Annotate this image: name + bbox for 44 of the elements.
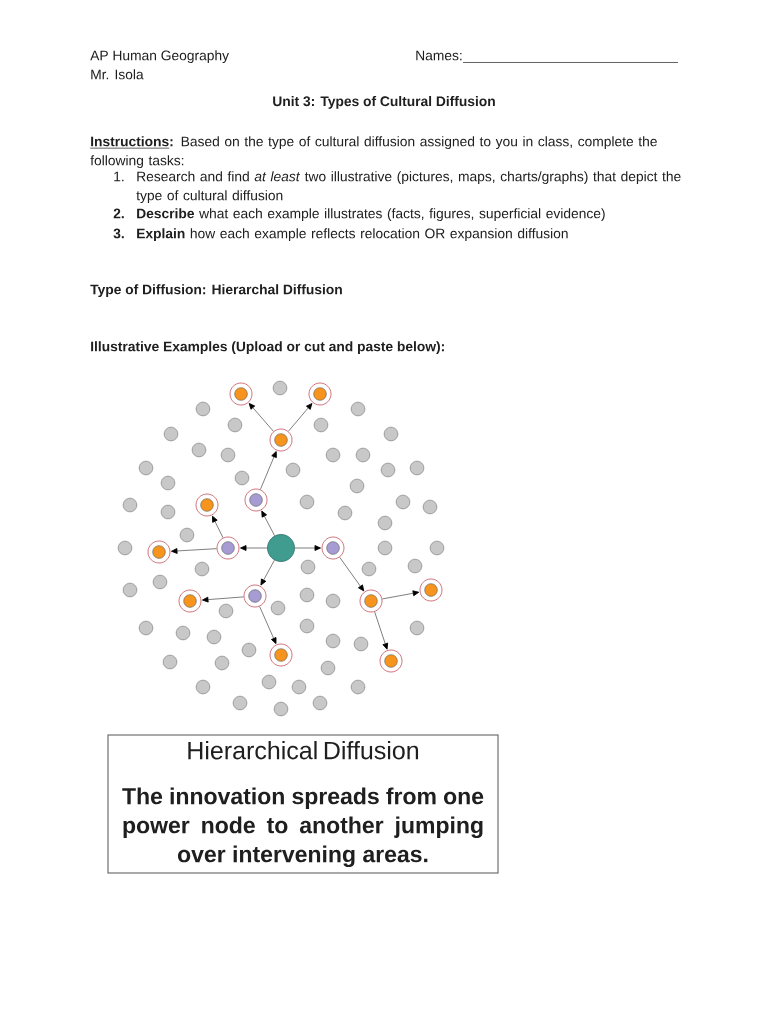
section-heading: Illustrative Examples (Upload or cut and paste below): (91, 341, 444, 355)
list-number: 2. (113, 208, 124, 219)
ringed-dot (269, 643, 293, 667)
arrow (260, 451, 277, 490)
ringed-dot (195, 493, 219, 517)
section-heading: Type of Diffusion: Hierarchal Diffusion (90, 284, 342, 298)
ringed-dot (243, 584, 267, 608)
field-label: Names: (416, 50, 462, 61)
arrow (374, 611, 389, 650)
arrow (248, 403, 274, 432)
arrow (260, 559, 275, 586)
header-text: AP Human Geography (90, 50, 229, 64)
arrow (240, 545, 268, 551)
title: Unit 3: Types of Cultural Diffusion (273, 96, 495, 109)
ringed-dot (229, 382, 253, 406)
hub-circle (267, 534, 295, 562)
list-item: Describe what each example illustrates (facts, figures, superficial evidence) (137, 208, 605, 222)
arrow (294, 545, 321, 551)
ringed-dot (379, 649, 403, 673)
arrow (259, 606, 277, 644)
definition-text: The innovation spreads from one power node to another jumping over intervening areas. (122, 787, 484, 867)
list-item: Explain how each example reflects relocation OR expansion diffusion (137, 228, 568, 242)
definition-box (107, 734, 499, 874)
ringed-dot (359, 589, 383, 613)
box-heading: Hierarchical Diffusion (188, 741, 419, 760)
header-text: Mr. Isola (91, 69, 144, 80)
arrow (202, 596, 244, 603)
arrow (212, 515, 224, 539)
arrow (381, 590, 420, 600)
instructions-text: Instructions: Based on the type of cultural diffusion assigned to you in class, complete the following tasks: (89, 136, 657, 169)
arrow (288, 403, 313, 432)
ringed-dot (244, 488, 268, 512)
list-number: 3. (113, 228, 124, 239)
ringed-dot (321, 536, 345, 560)
ringed-dot (147, 540, 171, 564)
arrow (261, 510, 275, 537)
ringed-dot (269, 428, 293, 452)
ringed-dot (178, 589, 202, 613)
ringed-dot (216, 536, 240, 560)
arrow (339, 556, 365, 592)
arrow (171, 548, 217, 554)
ringed-dot (308, 382, 332, 406)
list-number: 1. (114, 171, 124, 182)
ringed-dot (419, 578, 443, 602)
